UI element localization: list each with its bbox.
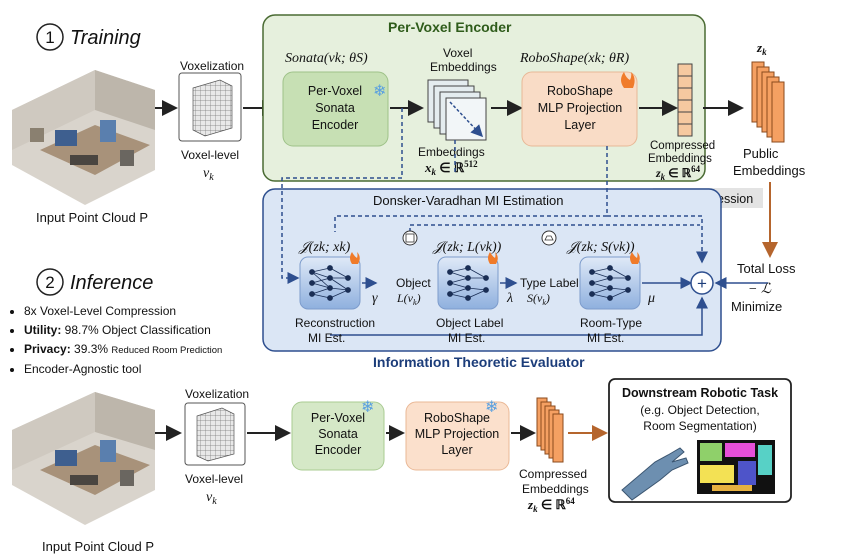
voxelization-label-inference: Voxelization (185, 387, 249, 401)
svg-text:Embeddings: Embeddings (733, 163, 806, 178)
bullet-compression: 8x Voxel-Level Compression (24, 302, 284, 321)
gamma-weight: γ (372, 291, 378, 306)
point-cloud-image (12, 70, 155, 205)
snowflake-icon: ❄ (361, 399, 374, 416)
roboshape-box-inference (405, 401, 510, 471)
bullet-encoder-agnostic: Encoder-Agnostic tool (24, 360, 284, 379)
loss-symbol: − ℒ (748, 282, 772, 297)
robot-hand-icon (621, 447, 689, 501)
input-label-training: Input Point Cloud P (36, 210, 148, 225)
voxel-embeddings-stack (427, 79, 487, 141)
sonata-encoder-box-inference (291, 401, 385, 471)
svg-text:Sonata: Sonata (318, 427, 358, 441)
voxel-cube-training (178, 72, 242, 142)
nn-block-room-type (579, 256, 641, 310)
point-cloud-image-inference (12, 392, 155, 525)
object-l-label: L(vk) (396, 291, 421, 307)
nn-block-reconstruction (299, 256, 361, 310)
svg-text:MLP Projection: MLP Projection (538, 101, 623, 115)
svg-text:(e.g. Object Detection,: (e.g. Object Detection, (640, 403, 759, 417)
training-title: Training (70, 27, 141, 49)
j-room-type: 𝒥(zk; S(vk)) (566, 240, 635, 255)
svg-text:Encoder: Encoder (312, 118, 359, 132)
lambda-weight: λ (506, 291, 513, 306)
compressed-label: Compressed (650, 140, 715, 152)
roboshape-function: RoboShape(xk; θR) (519, 51, 629, 66)
vk-label-training: vk (203, 166, 214, 183)
input-label-inference: Input Point Cloud P (42, 539, 154, 554)
flame-icon (621, 72, 635, 88)
public-embeddings-label: Public (743, 146, 779, 161)
svg-text:Embeddings: Embeddings (648, 153, 712, 165)
svg-text:MLP Projection: MLP Projection (415, 427, 500, 441)
inference-heading: 2 Inference (36, 268, 153, 296)
evaluator-title: Information Theoretic Evaluator (373, 354, 585, 370)
svg-text:MI Est.: MI Est. (308, 331, 345, 345)
reconstruction-est-label: Reconstruction (295, 316, 375, 330)
svg-text:Per-Voxel: Per-Voxel (308, 84, 362, 98)
svg-text:2: 2 (45, 273, 54, 292)
compressed-embedding-vector (677, 63, 693, 137)
svg-text:Per-Voxel: Per-Voxel (311, 411, 365, 425)
object-label: Object (396, 276, 431, 290)
voxelization-label-training: Voxelization (180, 59, 244, 73)
j-object-label: 𝒥(zk; L(vk)) (432, 240, 502, 255)
embeddings-label: Embeddings (418, 145, 485, 159)
voxel-level-label-training: Voxel-level (181, 148, 239, 162)
svg-text:Embeddings: Embeddings (522, 482, 589, 496)
compressed-math: zk ∈ ℝ64 (655, 164, 701, 182)
public-zk-label: zk (756, 40, 767, 57)
compressed-math-inference: zk ∈ ℝ64 (527, 496, 575, 514)
segmentation-map (697, 440, 775, 494)
plus-icon: + (697, 274, 707, 293)
voxel-embeddings-label: Voxel (443, 46, 472, 60)
type-label-label: Type Label (520, 276, 579, 290)
downstream-title: Downstream Robotic Task (622, 386, 778, 400)
svg-text:Room Segmentation): Room Segmentation) (643, 419, 756, 433)
svg-text:RoboShape: RoboShape (547, 84, 613, 98)
inference-bullet-list: 8x Voxel-Level Compression Utility: 98.7… (10, 302, 284, 379)
public-embeddings-stack (751, 61, 785, 143)
compressed-embeddings-stack-inference (536, 397, 564, 463)
training-heading: 1 Training (36, 23, 141, 51)
svg-text:MI Est.: MI Est. (448, 331, 485, 345)
per-voxel-encoder-title: Per-Voxel Encoder (388, 19, 512, 35)
mi-estimation-title: Donsker-Varadhan MI Estimation (373, 193, 564, 208)
object-icon (402, 230, 418, 246)
bullet-utility: Utility: 98.7% Object Classification (24, 321, 284, 340)
type-s-label: S(vk) (527, 291, 550, 307)
nn-block-object-label (437, 256, 499, 310)
svg-text:Sonata: Sonata (315, 101, 355, 115)
snowflake-icon: ❄ (485, 399, 498, 416)
vk-label-inference: vk (206, 490, 217, 507)
object-label-est-label: Object Label (436, 316, 503, 330)
svg-text:Embeddings: Embeddings (430, 60, 497, 74)
flame-icon (350, 252, 360, 264)
svg-text:Encoder: Encoder (315, 443, 362, 457)
voxel-cube-inference (184, 402, 246, 466)
mu-weight: μ (647, 291, 655, 306)
flame-icon (630, 252, 640, 264)
svg-text:RoboShape: RoboShape (424, 411, 490, 425)
flame-icon (488, 252, 498, 264)
svg-text:Layer: Layer (564, 118, 595, 132)
total-loss-label: Total Loss (737, 261, 796, 276)
bullet-privacy: Privacy: 39.3% Reduced Room Prediction (24, 340, 284, 360)
svg-text:MI Est.: MI Est. (587, 331, 624, 345)
roboshape-box (521, 71, 638, 147)
compressed-label-inference: Compressed (519, 467, 587, 481)
inference-title: Inference (70, 272, 153, 294)
svg-text:1: 1 (45, 28, 54, 47)
minimize-label: Minimize (731, 299, 782, 314)
sum-node (690, 271, 714, 295)
sonata-encoder-box (282, 71, 389, 147)
sonata-function: Sonata(vk; θS) (285, 51, 368, 66)
room-type-est-label: Room-Type (580, 316, 642, 330)
svg-text:Layer: Layer (441, 443, 472, 457)
voxel-level-label-inference: Voxel-level (185, 472, 243, 486)
snowflake-icon: ❄ (373, 83, 386, 100)
j-reconstruction: 𝒥(zk; xk) (298, 240, 351, 255)
type-label-icon (541, 230, 557, 246)
